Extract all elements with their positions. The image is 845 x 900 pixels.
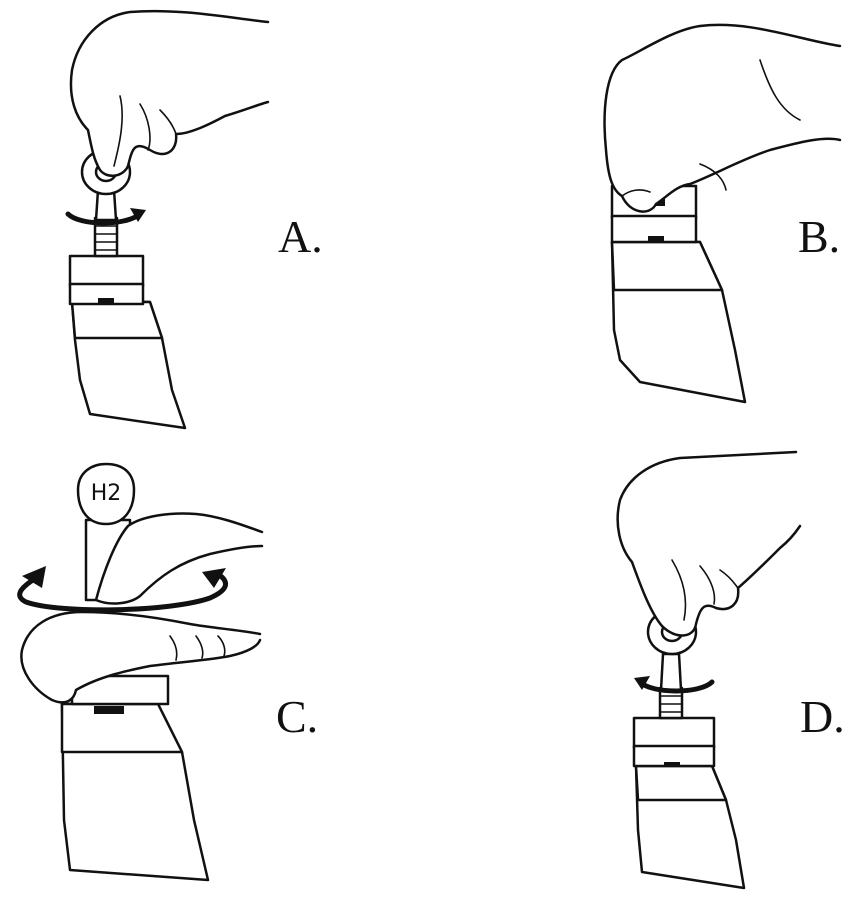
panel-label-a: A. (278, 214, 323, 260)
panel-b-blade-upper (612, 242, 722, 290)
panel-b-hand (605, 25, 840, 212)
panel-a-clamp-slot (98, 298, 114, 303)
panel-d-clamp-slot (664, 762, 680, 767)
panel-d-blade-upper (636, 766, 726, 800)
panel-c-knob-text: H2 (91, 481, 122, 506)
panel-a-blade-upper (72, 302, 162, 338)
panel-a-hand (71, 11, 268, 176)
panel-a-illustration (68, 11, 268, 428)
panel-b-clamp-slot (648, 236, 664, 242)
panel-label-b: B. (798, 214, 840, 260)
panel-a-clamp-top (70, 256, 143, 286)
panel-c-clamp-slot (94, 706, 124, 714)
panel-label-c: C. (276, 694, 318, 740)
panel-label-d: D. (800, 694, 845, 740)
panel-d-clamp-top (634, 718, 714, 748)
panel-d-eyebolt-neck (661, 654, 681, 690)
panel-d-illustration (618, 452, 800, 888)
panel-c-illustration: H2 (20, 464, 262, 880)
panel-d-hand (618, 452, 800, 636)
